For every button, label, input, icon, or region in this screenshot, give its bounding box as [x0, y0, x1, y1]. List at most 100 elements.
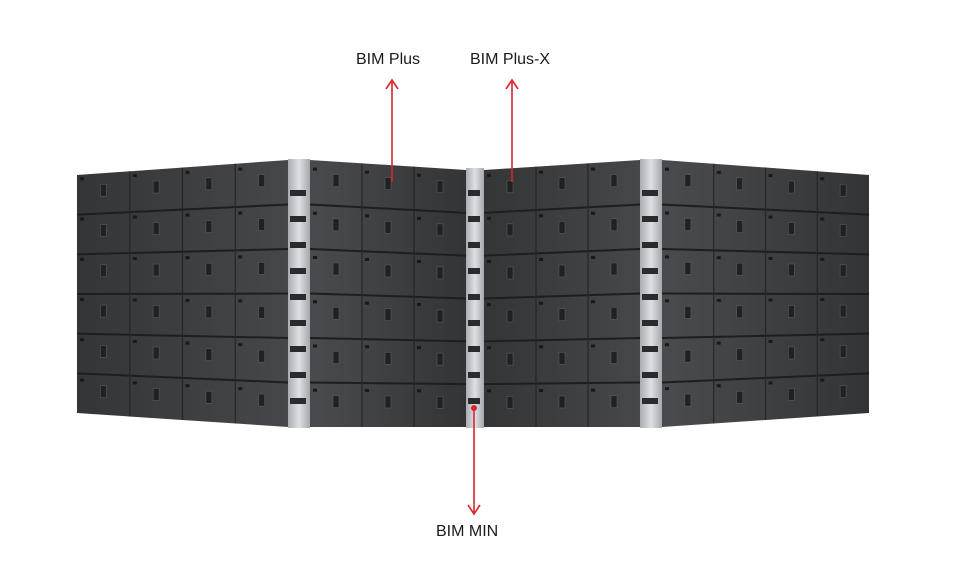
connector-strips: [288, 159, 662, 428]
module-handle: [384, 221, 392, 234]
module-latch: [238, 255, 243, 259]
module-handle: [332, 395, 340, 408]
module-handle: [506, 266, 514, 280]
connector-port: [642, 190, 658, 196]
module-latch: [238, 299, 243, 303]
module-latch: [80, 298, 84, 302]
module-handle: [506, 309, 514, 323]
module-latch: [80, 378, 84, 382]
module-latch: [591, 167, 595, 171]
connector-port: [290, 294, 306, 300]
module-handle: [436, 309, 444, 323]
module-latch: [768, 339, 773, 343]
module-handle: [152, 388, 160, 401]
module-handle: [384, 264, 392, 278]
module-handle: [788, 222, 795, 235]
row-seam: [309, 248, 467, 257]
module-handle: [506, 395, 514, 409]
module-handle: [152, 263, 160, 277]
panel-details: [80, 167, 847, 409]
module-latch: [365, 301, 369, 305]
module-latch: [487, 389, 491, 393]
module-latch: [716, 256, 721, 260]
module-handle: [332, 174, 340, 187]
module-handle: [736, 177, 743, 191]
connector-port: [642, 398, 658, 404]
module-handle: [788, 346, 795, 360]
row-seam: [309, 337, 467, 343]
module-handle: [152, 180, 160, 194]
module-handle: [384, 395, 392, 409]
module-handle: [258, 393, 265, 407]
module-handle: [332, 218, 340, 232]
module-latch: [185, 170, 190, 174]
module-handle: [100, 304, 107, 318]
module-handle: [100, 183, 107, 197]
connector-port: [642, 216, 658, 222]
connector-strip-left: [288, 159, 310, 428]
module-latch: [716, 384, 721, 388]
module-latch: [80, 177, 84, 181]
module-handle: [436, 395, 444, 409]
module-handle: [205, 220, 213, 233]
module-latch: [539, 170, 543, 174]
module-handle: [610, 306, 618, 320]
module-latch: [665, 211, 669, 215]
connector-port: [642, 372, 658, 378]
module-handle: [100, 224, 107, 237]
module-latch: [768, 298, 773, 302]
connector-port: [290, 320, 306, 326]
module-handle: [384, 352, 392, 365]
module-latch: [417, 303, 421, 307]
module-handle: [332, 351, 340, 364]
module-handle: [100, 345, 107, 358]
bim-min-label: BIM MIN: [436, 523, 499, 540]
module-latch: [487, 303, 491, 307]
bim-plus-label: BIM Plus: [356, 51, 421, 68]
module-latch: [591, 388, 595, 392]
module-latch: [716, 298, 721, 302]
module-latch: [539, 388, 543, 392]
module-latch: [80, 338, 84, 342]
connector-port: [290, 398, 306, 404]
row-seam: [483, 381, 641, 386]
module-latch: [487, 173, 491, 177]
module-latch: [487, 216, 491, 220]
row-seam: [309, 203, 467, 214]
module-handle: [558, 352, 566, 365]
bim-min-anchor-dot: [471, 405, 477, 411]
module-handle: [610, 262, 618, 276]
module-latch: [313, 300, 317, 304]
row-seam: [483, 292, 641, 300]
module-handle: [332, 306, 340, 320]
row-seam: [309, 381, 467, 386]
module-latch: [365, 345, 369, 349]
module-latch: [487, 346, 491, 350]
module-latch: [185, 384, 190, 388]
panel-seams: [76, 163, 870, 427]
module-handle: [506, 180, 514, 194]
module-handle: [384, 177, 392, 190]
module-handle: [506, 223, 514, 237]
module-handle: [839, 304, 847, 318]
module-latch: [238, 343, 243, 347]
module-handle: [205, 390, 213, 404]
module-latch: [238, 387, 243, 391]
module-handle: [558, 395, 566, 409]
bim-plus-arrow: [385, 78, 399, 182]
module-latch: [132, 381, 137, 385]
module-handle: [558, 308, 566, 321]
module-latch: [820, 378, 825, 382]
module-latch: [820, 298, 825, 302]
module-latch: [716, 213, 721, 217]
module-handle: [558, 264, 566, 278]
module-handle: [205, 305, 213, 319]
callout-arrows: [385, 78, 519, 516]
connector-port: [468, 216, 480, 222]
connector-port: [290, 268, 306, 274]
module-handle: [205, 262, 213, 276]
module-latch: [238, 211, 243, 215]
module-latch: [417, 173, 421, 177]
connector-port: [468, 320, 480, 326]
